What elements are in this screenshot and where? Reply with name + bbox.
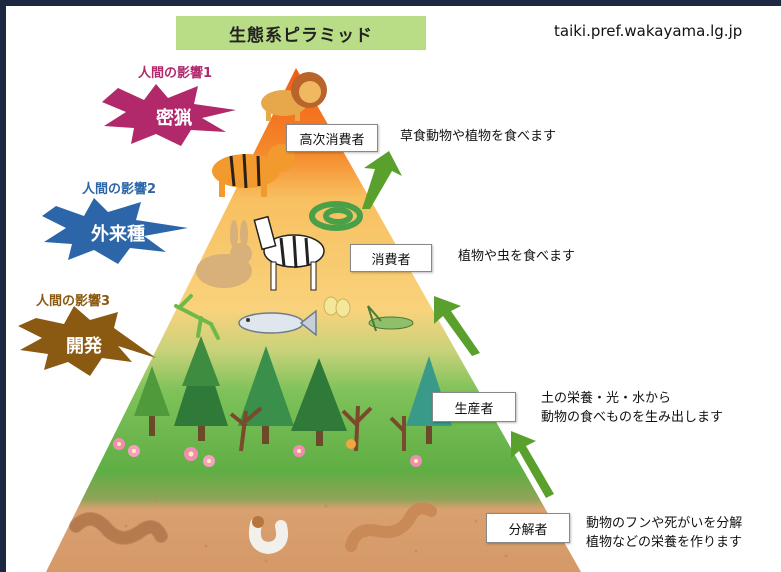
earthworm-icon: [70, 513, 167, 544]
impact-word-3: 開発: [66, 336, 102, 357]
arrow-up-icon: [511, 431, 554, 498]
impact-caption-2: 人間の影響2: [82, 182, 157, 197]
source-url: taiki.pref.wakayama.lg.jp: [554, 22, 743, 40]
earthworm-icon: [345, 502, 437, 552]
lion-icon: [261, 72, 327, 121]
impact-caption-1: 人間の影響1: [138, 66, 213, 81]
tree-icon: [291, 358, 347, 446]
level-desc-decomposer: 動物のフンや死がいを分解 植物などの栄養を作ります: [586, 516, 743, 550]
impact-burst-3: [18, 306, 156, 376]
butterfly-icon: [323, 296, 351, 318]
grasshopper-icon: [367, 305, 414, 332]
impact-word-2: 外来種: [91, 224, 145, 245]
impact-word-1: 密猟: [156, 108, 192, 129]
diagram-title: 生態系ピラミッド: [176, 16, 426, 50]
pyramid-graphic: [18, 68, 581, 572]
impact-burst-1: [102, 84, 236, 146]
larva-icon: [248, 516, 289, 555]
level-label-consumer: 消費者: [350, 244, 432, 272]
tree-icon: [174, 336, 228, 441]
level-label-producer: 生産者: [432, 392, 516, 422]
impact-caption-3: 人間の影響3: [36, 294, 111, 309]
tree-icon: [229, 405, 406, 452]
zebra-icon: [253, 215, 325, 291]
tree-icon: [134, 366, 170, 436]
snake-icon: [309, 201, 363, 231]
tree-icon: [238, 346, 294, 444]
level-desc-producer: 土の栄養・光・水から 動物の食べものを生み出します: [541, 391, 724, 425]
arrow-up-icon: [434, 296, 480, 356]
arrow-up-icon: [362, 151, 402, 209]
rabbit-icon: [196, 220, 252, 288]
level-desc-consumer: 植物や虫を食べます: [458, 249, 576, 264]
flower-icon: [113, 438, 422, 467]
mantis-icon: [174, 294, 220, 340]
impact-burst-2: [42, 198, 188, 264]
level-label-top-consumer: 高次消費者: [286, 124, 378, 152]
ecosystem-pyramid-diagram: 生態系ピラミッド taiki.pref.wakayama.lg.jp 高次消費者…: [6, 6, 781, 572]
fish-icon: [238, 309, 317, 337]
level-label-decomposer: 分解者: [486, 513, 570, 543]
level-desc-top-consumer: 草食動物や植物を食べます: [400, 129, 557, 144]
